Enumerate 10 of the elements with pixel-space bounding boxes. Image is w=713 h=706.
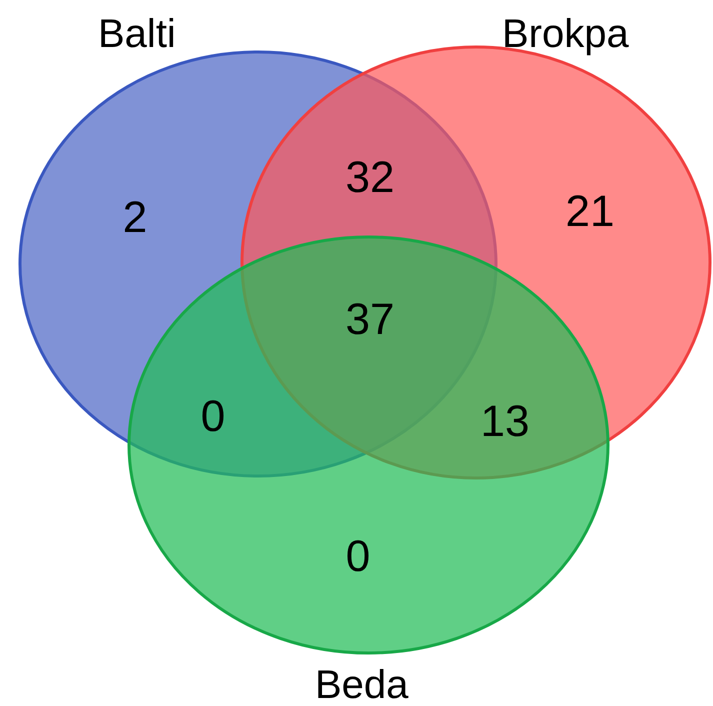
region-count: 0 xyxy=(346,533,370,581)
region-count: 37 xyxy=(346,296,394,344)
set-label: Balti xyxy=(98,12,176,56)
region-count: 13 xyxy=(480,398,530,446)
set-label: Beda xyxy=(315,663,408,706)
region-count: 21 xyxy=(566,188,614,236)
region-count: 32 xyxy=(346,154,394,202)
region-count: 0 xyxy=(200,393,226,441)
set-label: Brokpa xyxy=(502,12,629,56)
region-count: 2 xyxy=(122,194,148,242)
